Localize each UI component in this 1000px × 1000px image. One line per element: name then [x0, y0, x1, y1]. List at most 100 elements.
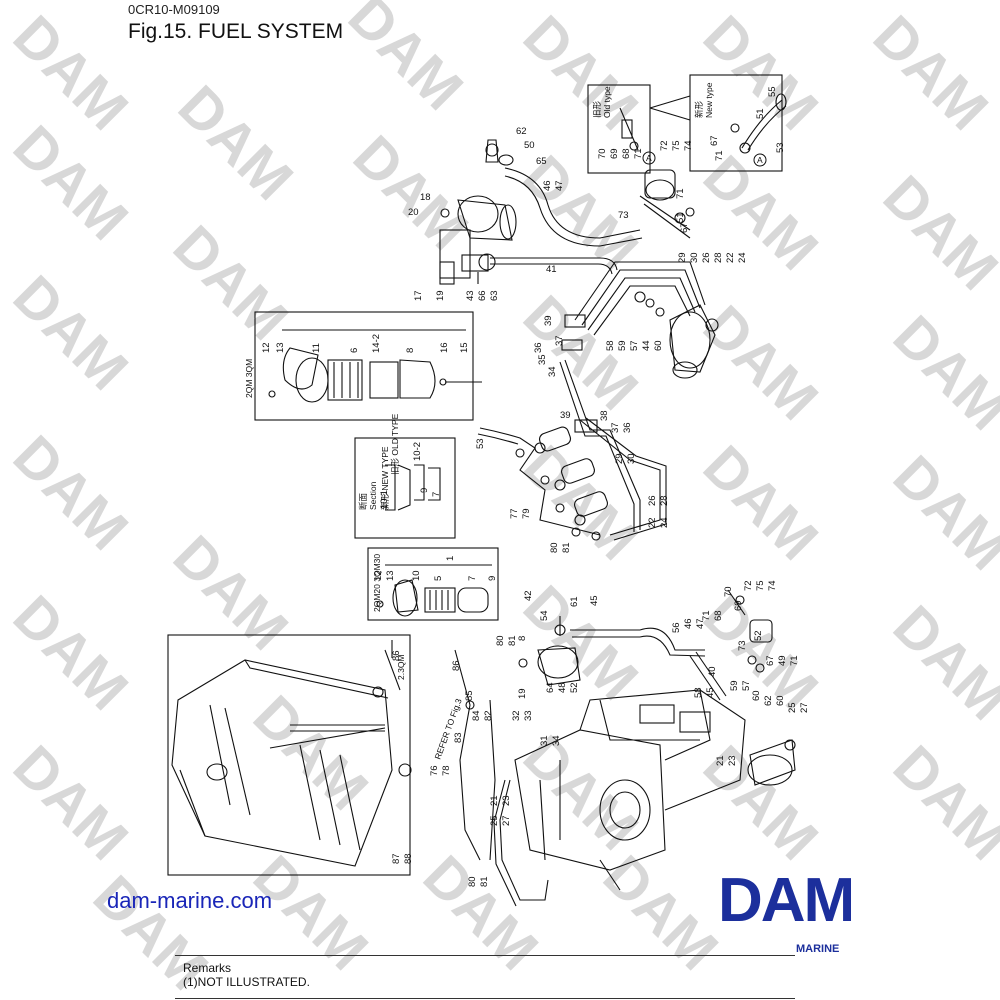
svg-text:1: 1: [445, 556, 456, 561]
new-type-label-jp: 新形: [694, 100, 704, 118]
svg-text:51: 51: [755, 108, 766, 119]
svg-text:68: 68: [713, 610, 724, 621]
svg-text:71: 71: [633, 148, 644, 159]
injector-no2: [554, 458, 595, 491]
watermark: DAM: [691, 293, 830, 432]
svg-text:52: 52: [569, 682, 580, 693]
svg-text:12: 12: [373, 570, 384, 581]
svg-text:75: 75: [755, 580, 766, 591]
svg-text:7: 7: [431, 492, 442, 497]
old-type-connector: [619, 107, 639, 151]
svg-text:19: 19: [517, 688, 528, 699]
fuel-filter-lower: [518, 616, 640, 686]
svg-text:80: 80: [467, 876, 478, 887]
svg-text:62: 62: [763, 695, 774, 706]
filter-inset-2: [367, 547, 499, 621]
svg-text:23: 23: [501, 795, 512, 806]
dam-marine-logo: DAM MARINE: [718, 870, 898, 965]
svg-text:38: 38: [599, 410, 610, 421]
svg-text:80: 80: [495, 635, 506, 646]
document-code: 0CR10-M09109: [128, 2, 220, 17]
svg-text:41: 41: [546, 264, 557, 275]
watermark: DAM: [1, 113, 140, 252]
hose-right: [639, 627, 727, 701]
svg-text:66: 66: [477, 290, 488, 301]
svg-text:72: 72: [659, 140, 670, 151]
section-title-en: Section: [368, 481, 378, 510]
fuel-tank-inset: [167, 634, 412, 876]
svg-text:11: 11: [311, 343, 322, 353]
watermark: DAM: [691, 433, 830, 572]
logo-text: DAM: [718, 866, 855, 935]
svg-text:26: 26: [701, 252, 712, 263]
svg-text:75: 75: [671, 140, 682, 151]
engine-block: [514, 689, 746, 891]
svg-text:15: 15: [459, 342, 470, 353]
svg-text:27: 27: [501, 815, 512, 826]
svg-text:10: 10: [411, 570, 422, 581]
svg-text:72: 72: [743, 580, 754, 591]
svg-text:40: 40: [707, 666, 718, 677]
old-type-label-en: Old type: [602, 86, 612, 118]
svg-text:46: 46: [542, 180, 553, 191]
svg-text:53: 53: [775, 142, 786, 153]
svg-text:32: 32: [511, 710, 522, 721]
svg-text:70: 70: [723, 586, 734, 597]
svg-text:34: 34: [547, 366, 558, 377]
leader-line: [649, 95, 691, 109]
svg-text:78: 78: [441, 765, 452, 776]
watermark: DAM: [336, 0, 475, 123]
svg-text:10-2: 10-2: [412, 442, 423, 461]
watermark: DAM: [1, 423, 140, 562]
svg-text:19: 19: [435, 290, 446, 301]
watermark: DAM: [1, 263, 140, 402]
svg-text:67: 67: [709, 135, 720, 146]
svg-text:58: 58: [693, 687, 704, 698]
website-link[interactable]: dam-marine.com: [107, 888, 273, 913]
new-type-connector: [730, 93, 787, 154]
svg-text:52: 52: [753, 630, 764, 641]
watermark: DAM: [511, 3, 650, 142]
watermark: DAM: [881, 443, 1000, 582]
svg-text:59: 59: [617, 340, 628, 351]
svg-text:69: 69: [733, 600, 744, 611]
control-rod: [454, 649, 496, 861]
watermark: DAM: [166, 73, 305, 212]
old-type-label-jp: 旧形: [592, 100, 602, 118]
svg-text:85: 85: [464, 690, 475, 701]
svg-text:A: A: [757, 155, 763, 165]
new-type-label-en: New type: [704, 82, 714, 118]
section-new-label: 新形 NEW TYPE: [380, 446, 390, 510]
svg-text:48: 48: [557, 682, 568, 693]
watermark: DAM: [861, 3, 1000, 142]
svg-text:24: 24: [659, 517, 670, 528]
svg-text:83: 83: [453, 732, 464, 743]
watermark: DAM: [161, 213, 300, 352]
svg-text:37: 37: [610, 422, 621, 433]
svg-text:29: 29: [677, 252, 688, 263]
svg-text:A: A: [646, 153, 652, 163]
svg-text:60: 60: [653, 340, 664, 351]
svg-text:84: 84: [471, 710, 482, 721]
old-type-box: [587, 84, 651, 174]
svg-text:86: 86: [391, 650, 402, 661]
svg-text:26: 26: [647, 495, 658, 506]
svg-text:77: 77: [509, 508, 520, 519]
svg-text:54: 54: [539, 610, 550, 621]
svg-text:34: 34: [551, 735, 562, 746]
svg-text:14-2: 14-2: [371, 334, 382, 353]
svg-text:57: 57: [629, 340, 640, 351]
svg-text:67: 67: [679, 222, 690, 233]
svg-text:27: 27: [799, 702, 810, 713]
svg-text:25: 25: [489, 815, 500, 826]
svg-text:22: 22: [725, 252, 736, 263]
remarks-line-1: (1)NOT ILLUSTRATED.: [183, 975, 310, 989]
section-title-jp: 断面: [358, 492, 368, 510]
svg-text:30: 30: [689, 252, 700, 263]
watermark: DAM: [881, 303, 1000, 442]
watermark: DAM: [161, 523, 300, 662]
part-number-labels: 62 50 65 46 47 18 20 41 17 19 43 66 63 2…: [261, 86, 810, 887]
svg-text:46: 46: [683, 618, 694, 629]
svg-text:70: 70: [597, 148, 608, 159]
